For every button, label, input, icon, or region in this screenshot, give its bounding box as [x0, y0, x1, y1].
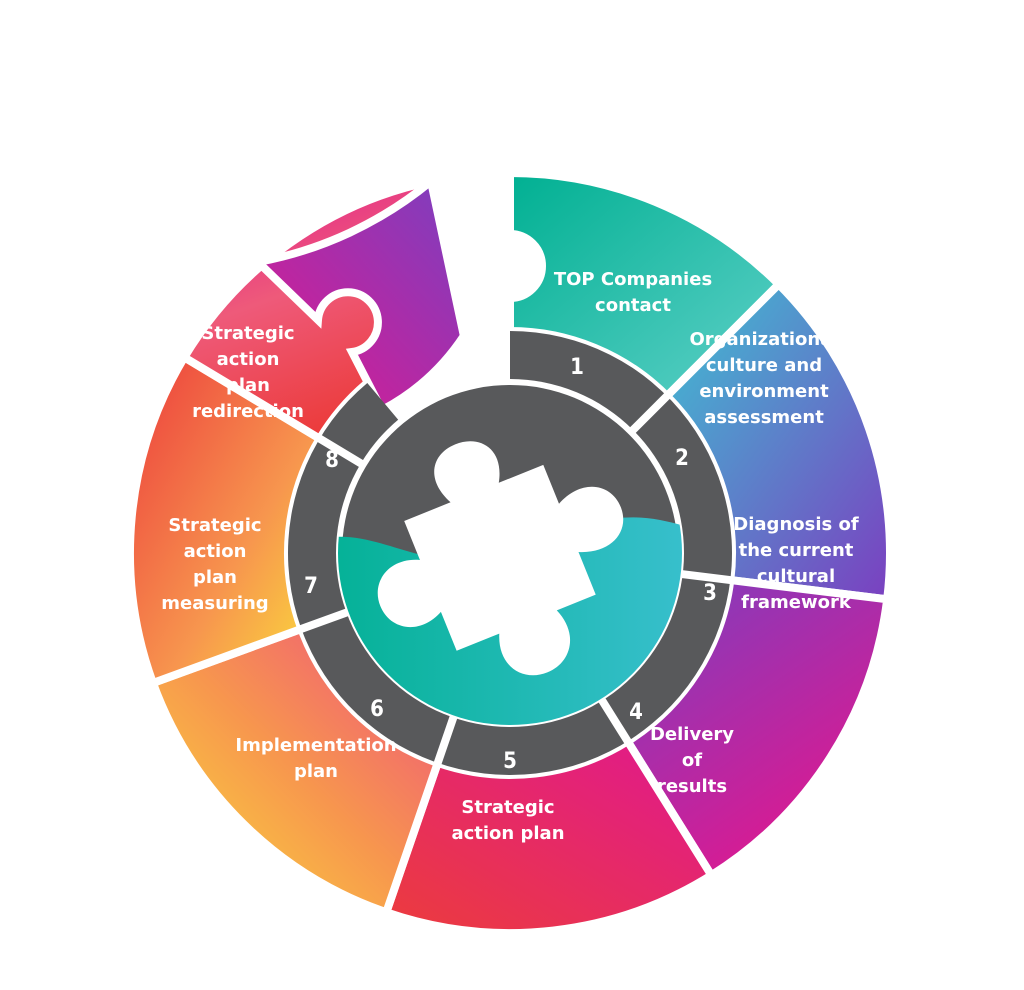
segment-label-line: Diagnosis of	[733, 514, 859, 535]
segment-label-line: action	[217, 349, 280, 370]
segment-8	[249, 174, 469, 416]
segment-label-line: TOP Companies	[554, 269, 712, 290]
segment-label-line: of	[682, 750, 702, 771]
ring-divider	[296, 608, 350, 635]
puzzle-piece-icon	[377, 441, 624, 676]
segment-label-line: contact	[595, 295, 671, 316]
segment-label-line: environment	[699, 381, 829, 402]
segment-label-8: Strategic action plan redirection	[192, 323, 304, 422]
segment-label-line: Delivery	[650, 724, 734, 745]
segment-number-5: 5	[503, 749, 517, 774]
segment-label-line: plan	[193, 567, 237, 588]
segment-number-3: 3	[703, 581, 717, 606]
segment-number-8: 8	[325, 448, 339, 473]
segment-label-line: the current	[739, 540, 854, 561]
segment-label-1: TOP Companies contact	[554, 269, 712, 316]
segment-number-7: 7	[304, 574, 318, 599]
segment-label-line: culture and	[706, 355, 822, 376]
segment-label-line: Organizational	[689, 329, 838, 350]
segment-label-5: Strategic action plan	[451, 797, 564, 844]
segment-number-1: 1	[570, 355, 584, 380]
ring-divider	[314, 433, 365, 468]
segment-number-4: 4	[629, 700, 643, 725]
segment-label-line: plan	[294, 761, 338, 782]
segment-label-line: redirection	[192, 401, 304, 422]
segment-label-line: Implementation	[235, 735, 396, 756]
segment-label-line: measuring	[161, 593, 268, 614]
ring-divider	[597, 696, 634, 747]
ring-divider	[432, 714, 458, 768]
segment-label-line: results	[657, 776, 727, 797]
rings-layer	[288, 331, 735, 775]
segment-label-line: action plan	[451, 823, 564, 844]
ring-divider	[680, 569, 735, 585]
segment-label-line: action	[184, 541, 247, 562]
segment-number-6: 6	[370, 697, 384, 722]
segment-label-3: Diagnosis of the current cultural framework	[733, 514, 859, 613]
segment-number-2: 2	[675, 446, 689, 471]
labels-layer: 1 2 3 4 5 6 7 8 TOP Companies contactOrganization…	[161, 269, 859, 844]
segment-label-line: Strategic	[461, 797, 554, 818]
segment-label-line: plan	[226, 375, 270, 396]
segment-label-6: Implementation plan	[235, 735, 396, 782]
segment-label-line: framework	[741, 592, 852, 613]
segment-label-line: Strategic	[168, 515, 261, 536]
segment-label-line: Strategic	[201, 323, 294, 344]
ring-divider	[628, 390, 673, 435]
segment-label-2: Organizational culture and environment asse…	[689, 329, 838, 428]
segment-label-line: assessment	[704, 407, 824, 428]
segment-label-4: Delivery of results	[650, 724, 734, 797]
segment-label-line: cultural	[757, 566, 835, 587]
segment-label-7: Strategic action plan measuring	[161, 515, 268, 614]
